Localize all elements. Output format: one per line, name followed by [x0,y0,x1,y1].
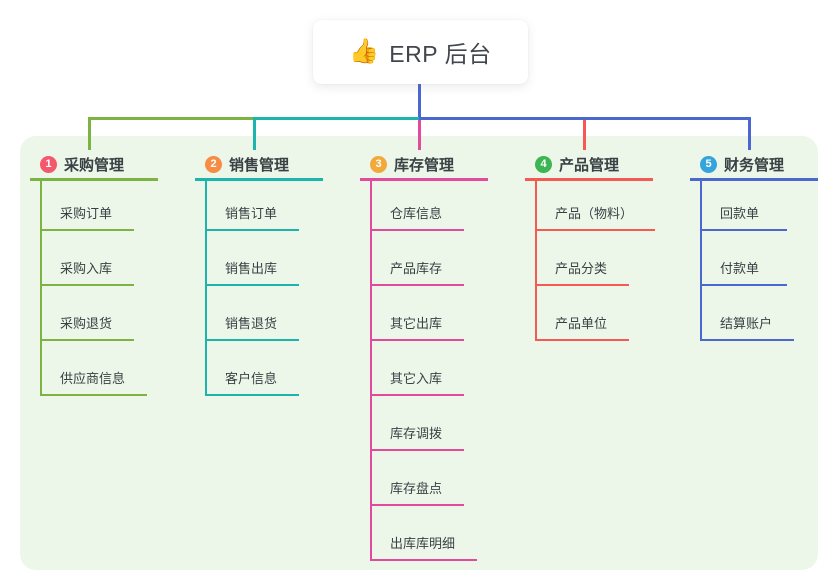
child-node[interactable]: 产品（物料） [537,181,656,231]
child-node-label: 结算账户 [720,316,773,331]
branch-children: 采购订单采购入库采购退货供应商信息 [40,181,148,396]
child-node-label: 采购入库 [60,261,113,276]
bus-segment-blue [419,117,751,120]
child-node-label: 仓库信息 [390,206,443,221]
branch-label: 产品管理 [559,156,620,174]
branch-number-badge: 2 [205,155,222,173]
bus-segment-green [89,117,254,120]
child-node[interactable]: 产品库存 [372,231,465,286]
root-connector-line [417,84,421,120]
child-node-label: 销售订单 [225,206,278,221]
child-node-label: 出库库明细 [390,536,456,551]
branch-children: 销售订单销售出库销售退货客户信息 [205,181,300,396]
branch-5: 5 财务管理回款单付款单结算账户 [690,150,839,341]
child-node[interactable]: 采购退货 [42,286,135,341]
branch-header-3[interactable]: 3 库存管理 [360,150,488,181]
branch-header-5[interactable]: 5 财务管理 [690,150,818,181]
branch-header-1[interactable]: 1 采购管理 [30,150,158,181]
branch-header-2[interactable]: 2 销售管理 [195,150,323,181]
child-node-label: 产品单位 [555,316,608,331]
child-node[interactable]: 库存调拨 [372,396,465,451]
branch-label: 采购管理 [64,156,125,174]
child-node[interactable]: 采购订单 [42,181,135,231]
branch-drop-line-2 [252,117,256,150]
branch-number-badge: 3 [370,155,387,173]
branch-4: 4 产品管理产品（物料） 产品分类产品单位 [525,150,685,341]
child-node[interactable]: 产品分类 [537,231,630,286]
root-title: ERP 后台 [389,41,492,67]
child-node[interactable]: 客户信息 [207,341,300,396]
bus-segment-teal [254,117,419,120]
branch-children: 回款单付款单结算账户 [700,181,795,341]
child-node[interactable]: 结算账户 [702,286,795,341]
branch-2: 2 销售管理销售订单销售出库销售退货客户信息 [195,150,355,396]
child-node-label: 采购退货 [60,316,113,331]
child-node-label: 客户信息 [225,371,278,386]
child-node[interactable]: 其它出库 [372,286,465,341]
child-node-label: 库存调拨 [390,426,443,441]
child-node-label: 供应商信息 [60,371,126,386]
child-node[interactable]: 仓库信息 [372,181,465,231]
branch-drop-line-4 [582,120,586,150]
child-node[interactable]: 销售退货 [207,286,300,341]
child-node[interactable]: 付款单 [702,231,787,286]
root-node[interactable]: 👍 ERP 后台 [313,20,528,84]
child-node[interactable]: 采购入库 [42,231,135,286]
branch-children: 产品（物料） 产品分类产品单位 [535,181,656,341]
branch-number-badge: 5 [700,155,717,173]
child-node-label: 其它出库 [390,316,443,331]
branch-header-4[interactable]: 4 产品管理 [525,150,653,181]
branch-label: 财务管理 [724,156,785,174]
child-node[interactable]: 其它入库 [372,341,465,396]
branch-1: 1 采购管理采购订单采购入库采购退货供应商信息 [30,150,190,396]
branch-children: 仓库信息产品库存其它出库其它入库库存调拨库存盘点出库库明细 [370,181,478,561]
child-node[interactable]: 供应商信息 [42,341,148,396]
child-node-label: 库存盘点 [390,481,443,496]
child-node-label: 销售出库 [225,261,278,276]
branch-label: 库存管理 [394,156,455,174]
child-node-label: 产品库存 [390,261,443,276]
branch-number-badge: 1 [40,155,57,173]
child-node[interactable]: 销售订单 [207,181,300,231]
branch-drop-line-3 [417,120,421,150]
branch-number-badge: 4 [535,155,552,173]
branches-panel [20,136,818,570]
thumbs-up-icon: 👍 [349,38,380,65]
child-node[interactable]: 产品单位 [537,286,630,341]
branch-drop-line-5 [747,117,751,150]
child-node-label: 回款单 [720,206,760,221]
child-node-label: 其它入库 [390,371,443,386]
child-node[interactable]: 出库库明细 [372,506,478,561]
child-node[interactable]: 回款单 [702,181,787,231]
child-node-label: 产品分类 [555,261,608,276]
child-node[interactable]: 库存盘点 [372,451,465,506]
branch-drop-line-1 [87,117,91,150]
child-node[interactable]: 销售出库 [207,231,300,286]
branch-3: 3 库存管理仓库信息产品库存其它出库其它入库库存调拨库存盘点出库库明细 [360,150,520,561]
child-node-label: 产品（物料） [555,206,634,221]
child-node-label: 销售退货 [225,316,278,331]
child-node-label: 付款单 [720,261,760,276]
child-node-label: 采购订单 [60,206,113,221]
branch-label: 销售管理 [229,156,290,174]
